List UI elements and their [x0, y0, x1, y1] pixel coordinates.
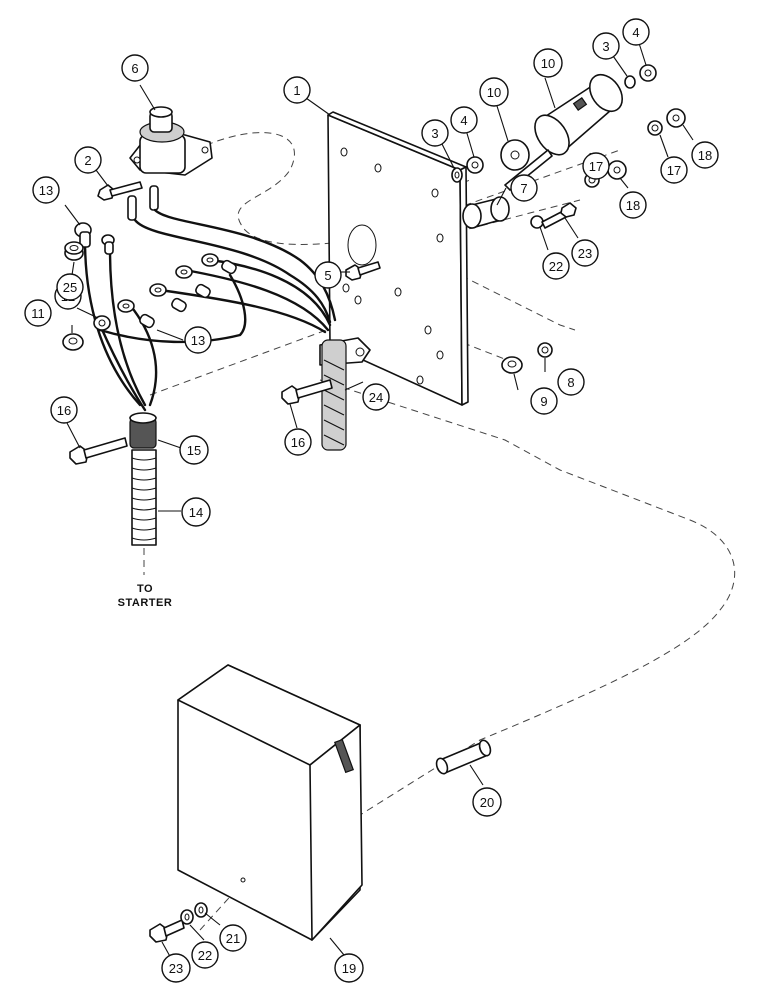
callout: 25: [56, 273, 84, 301]
callout: 23: [161, 953, 191, 983]
callout: 10: [533, 48, 563, 78]
svg-text:4: 4: [460, 113, 467, 128]
callout: 18: [619, 191, 647, 219]
callout: 23: [571, 239, 599, 267]
svg-text:22: 22: [549, 259, 563, 274]
callout: 20: [472, 787, 502, 817]
callout: 13: [32, 176, 60, 204]
callout: 22: [542, 252, 570, 280]
callout: 24: [362, 383, 390, 411]
svg-text:23: 23: [578, 246, 592, 261]
svg-text:25: 25: [63, 280, 77, 295]
callout: 9: [530, 387, 558, 415]
conduit: [129, 412, 157, 575]
svg-text:9: 9: [540, 394, 547, 409]
svg-text:10: 10: [487, 85, 501, 100]
callout: 2: [74, 146, 102, 174]
svg-text:11: 11: [31, 306, 45, 321]
cover-hardware: [149, 902, 208, 943]
callout: 18: [691, 141, 719, 169]
note-line-1: TO: [137, 583, 153, 595]
svg-text:24: 24: [369, 390, 383, 405]
svg-text:18: 18: [698, 148, 712, 163]
svg-text:20: 20: [480, 795, 494, 810]
svg-text:8: 8: [567, 375, 574, 390]
svg-text:16: 16: [57, 403, 71, 418]
to-starter-note: TO STARTER: [118, 583, 173, 609]
svg-text:23: 23: [169, 961, 183, 976]
clamp-and-cable: [281, 261, 381, 451]
svg-text:14: 14: [189, 505, 203, 520]
solenoid: [127, 106, 213, 221]
svg-text:3: 3: [602, 39, 609, 54]
callout: 6: [121, 54, 149, 82]
callout: 4: [622, 18, 650, 46]
right-hardware: [451, 64, 686, 374]
callout: 3: [592, 32, 620, 60]
callout: 22: [191, 941, 219, 969]
callout: 1: [283, 76, 311, 104]
svg-text:19: 19: [342, 961, 356, 976]
callout: 15: [179, 435, 209, 465]
svg-text:4: 4: [632, 25, 639, 40]
callout: 16: [50, 396, 78, 424]
svg-text:13: 13: [191, 333, 205, 348]
callout: 3: [421, 119, 449, 147]
callout: 11: [24, 299, 52, 327]
mounting-plate: [327, 111, 469, 406]
svg-text:13: 13: [39, 183, 53, 198]
note-line-2: STARTER: [118, 597, 173, 609]
left-hardware: [62, 181, 143, 465]
ring-terminals: [74, 222, 237, 329]
svg-text:3: 3: [431, 126, 438, 141]
callout: 17: [582, 152, 610, 180]
callout: 14: [181, 497, 211, 527]
svg-text:7: 7: [520, 181, 527, 196]
svg-text:21: 21: [226, 931, 240, 946]
callout: 10: [479, 77, 509, 107]
svg-text:17: 17: [589, 159, 603, 174]
callout: 21: [219, 924, 247, 952]
leader-lines: [64, 39, 694, 961]
cover: [177, 664, 363, 941]
svg-text:15: 15: [187, 443, 201, 458]
callout: 17: [660, 156, 688, 184]
svg-text:22: 22: [198, 948, 212, 963]
svg-text:2: 2: [84, 153, 91, 168]
callout: 13: [184, 326, 212, 354]
callout: 19: [334, 953, 364, 983]
svg-text:1: 1: [293, 83, 300, 98]
callout: 5: [314, 261, 342, 289]
callout: 8: [557, 368, 585, 396]
spacer-20: [435, 739, 492, 775]
callout: 7: [510, 174, 538, 202]
callout: 16: [284, 428, 312, 456]
svg-text:6: 6: [131, 61, 138, 76]
svg-text:10: 10: [541, 56, 555, 71]
svg-text:16: 16: [291, 435, 305, 450]
callout: 4: [450, 106, 478, 134]
callouts: 1 2 3 3 4 4 5 6 7 8 9 10 10 11 12 13 13 …: [24, 18, 719, 983]
svg-text:18: 18: [626, 198, 640, 213]
svg-text:17: 17: [667, 163, 681, 178]
svg-text:5: 5: [324, 268, 331, 283]
